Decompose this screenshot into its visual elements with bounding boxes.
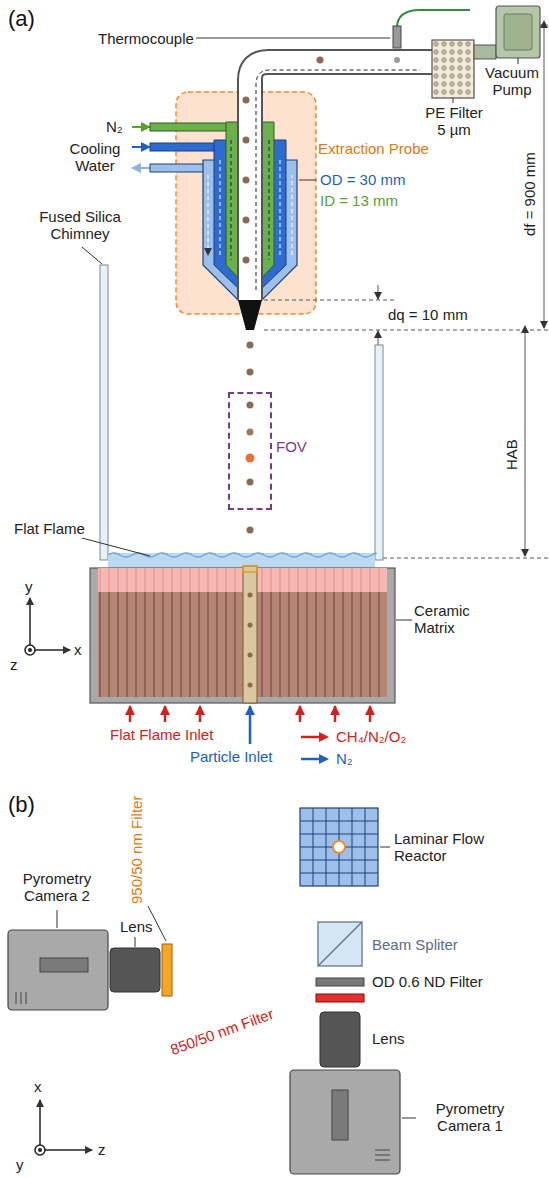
label-text: dq = 10 mm	[388, 306, 468, 323]
label-text: Ceramic Matrix	[414, 602, 484, 637]
label-text: Thermocouple	[98, 30, 194, 47]
label-text: x	[34, 1078, 42, 1095]
legend-text: CH₄/N₂/O₂	[336, 728, 406, 745]
label-text: HAB	[503, 439, 520, 470]
label-text: ID = 13 mm	[320, 192, 398, 209]
label-text: Lens	[120, 918, 153, 935]
label-text: Pyrometry Camera 1	[420, 1100, 520, 1135]
label-text: Beam Spliter	[372, 936, 458, 953]
label-text: z	[98, 1141, 106, 1158]
label-text: df = 900 mm	[521, 152, 538, 236]
label-text: OD = 30 mm	[320, 171, 405, 188]
label-text: Lens	[372, 1030, 405, 1047]
node-label: FOV	[276, 438, 307, 455]
label-text: 950/50 nm Filter	[128, 796, 145, 904]
label-text: Fused Silica Chimney	[28, 208, 132, 243]
label-text: z	[10, 656, 18, 673]
legend-arrow	[300, 730, 330, 744]
label-text: Vacuum Pump	[482, 64, 542, 99]
label-text: Particle Inlet	[190, 748, 273, 765]
legend-arrow	[300, 752, 330, 766]
label-text: Extraction Probe	[318, 140, 429, 157]
label-text: PE Filter 5 µm	[420, 104, 488, 139]
label-text: Cooling Water	[62, 140, 128, 175]
legend-text: N₂	[336, 750, 353, 767]
label-text: Flat Flame	[14, 520, 85, 537]
label-text: OD 0.6 ND Filter	[372, 973, 483, 990]
label-text: Pyrometry Camera 2	[10, 870, 104, 905]
label-text: Laminar Flow Reactor	[394, 830, 490, 865]
label-text: Flat Flame Inlet	[110, 726, 213, 743]
label-text: (b)	[8, 792, 35, 817]
label-text: x	[74, 641, 82, 658]
fov-box: FOV	[228, 392, 272, 510]
label-text: 850/50 nm Filter	[168, 1005, 276, 1058]
label-text: y	[16, 1156, 24, 1173]
label-text: y	[25, 578, 33, 595]
label-text: N₂	[106, 118, 123, 135]
label-text: (a)	[8, 6, 35, 31]
